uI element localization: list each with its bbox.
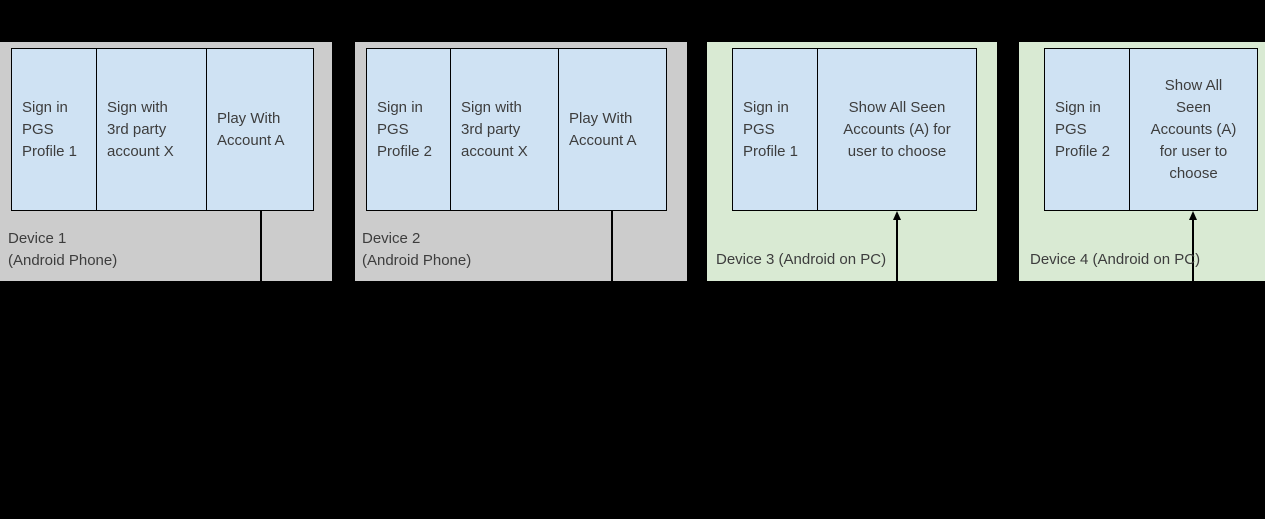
sign-in-pgs-cell: Sign in PGS Profile 1 (12, 49, 97, 210)
device-3-label: Device 3 (Android on PC) (716, 251, 887, 268)
connector-line-down (260, 211, 262, 281)
device-1-steps-table: Sign in PGS Profile 1 Sign with 3rd part… (11, 48, 314, 211)
play-with-account-cell: Play With Account A (559, 49, 666, 210)
device-3-box: Sign in PGS Profile 1 Show All Seen Acco… (707, 42, 997, 281)
device-4-steps-table: Sign in PGS Profile 2 Show All Seen Acco… (1044, 48, 1258, 211)
sign-in-pgs-cell: Sign in PGS Profile 2 (1045, 49, 1130, 210)
device-1-box: Sign in PGS Profile 1 Sign with 3rd part… (0, 42, 332, 281)
arrow-shaft (1192, 215, 1194, 281)
arrow-shaft (896, 215, 898, 281)
up-arrow (892, 211, 902, 281)
device-1-label: Device 1 (Android Phone) (8, 230, 118, 269)
device-2-box: Sign in PGS Profile 2 Sign with 3rd part… (355, 42, 687, 281)
show-all-seen-accounts-cell: Show All Seen Accounts (A) for user to c… (1130, 49, 1257, 210)
device-3-steps-table: Sign in PGS Profile 1 Show All Seen Acco… (732, 48, 977, 211)
sign-3rd-party-cell: Sign with 3rd party account X (97, 49, 207, 210)
device-4-box: Sign in PGS Profile 2 Show All Seen Acco… (1019, 42, 1265, 281)
sign-in-pgs-cell: Sign in PGS Profile 2 (367, 49, 451, 210)
device-2-label: Device 2 (Android Phone) (362, 230, 472, 269)
connector-line-down (611, 211, 613, 281)
play-with-account-cell: Play With Account A (207, 49, 313, 210)
up-arrow (1188, 211, 1198, 281)
sign-3rd-party-cell: Sign with 3rd party account X (451, 49, 559, 210)
sign-in-pgs-cell: Sign in PGS Profile 1 (733, 49, 818, 210)
device-2-steps-table: Sign in PGS Profile 2 Sign with 3rd part… (366, 48, 667, 211)
show-all-seen-accounts-cell: Show All Seen Accounts (A) for user to c… (818, 49, 976, 210)
device-4-label: Device 4 (Android on PC) (1030, 251, 1201, 268)
